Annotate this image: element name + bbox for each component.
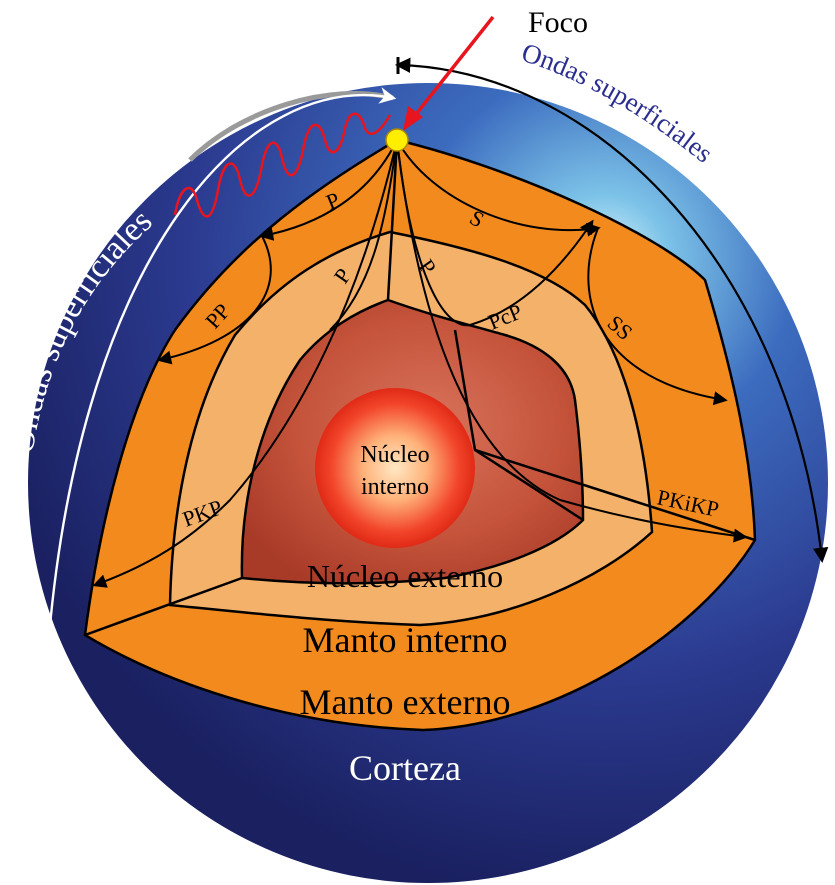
outer-mantle-label: Manto externo: [300, 682, 511, 722]
focus-dot: [385, 128, 409, 152]
focus-arrowhead: [403, 106, 423, 131]
outer-core-label: Núcleo externo: [307, 558, 503, 594]
inner-core-sphere: [315, 388, 475, 548]
focus-label: Foco: [528, 6, 588, 39]
inner-mantle-label: Manto interno: [303, 620, 508, 660]
surface-wave-arrow-left: [40, 87, 397, 652]
inner-core-label-line2: interno: [361, 474, 429, 500]
surface-wave-squiggle: [173, 112, 392, 218]
focus-arrow: [411, 15, 495, 120]
surface-wave-arrow-right: [394, 57, 829, 564]
crust-label: Corteza: [349, 748, 461, 788]
inner-core-label-line1: Núcleo: [360, 442, 429, 468]
